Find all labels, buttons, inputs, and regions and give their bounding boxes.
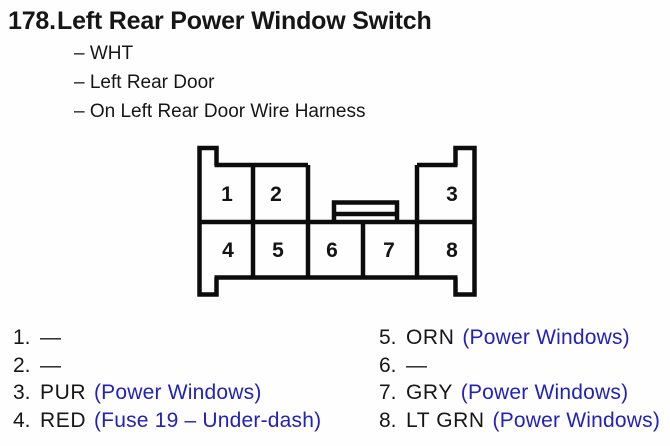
pin-number: 6. bbox=[379, 353, 397, 377]
legend-item-pin1: 1. — bbox=[13, 324, 321, 352]
pin-number: 7. bbox=[379, 381, 397, 404]
legend-item-pin6: 6. — bbox=[379, 352, 660, 380]
pin-label-5: 5 bbox=[272, 239, 284, 262]
page-title: Left Rear Power Window Switch bbox=[57, 7, 432, 35]
wire-color: LT GRN bbox=[406, 408, 485, 432]
wire-color: — bbox=[40, 353, 62, 377]
pin-label-8: 8 bbox=[446, 239, 458, 262]
pin-number: 3. bbox=[13, 381, 31, 404]
legend-item-pin2: 2. — bbox=[13, 352, 321, 380]
wire-note: (Power Windows) bbox=[93, 381, 262, 404]
pin-number: 5. bbox=[379, 326, 397, 349]
legend-item-pin5: 5. ORN (Power Windows) bbox=[379, 324, 660, 352]
pin-label-3: 3 bbox=[446, 183, 458, 206]
detail-list: – WHT – Left Rear Door – On Left Rear Do… bbox=[74, 39, 365, 126]
wire-color: RED bbox=[40, 408, 87, 432]
wire-color: ORN bbox=[406, 326, 455, 349]
legend-item-pin8: 8. LT GRN (Power Windows) bbox=[379, 407, 660, 435]
detail-item-wire-color: – WHT bbox=[74, 43, 134, 64]
wire-note: (Fuse 19 – Under-dash) bbox=[93, 408, 322, 432]
pin-label-6: 6 bbox=[326, 239, 338, 262]
wire-color: GRY bbox=[406, 381, 453, 404]
wire-note: (Power Windows) bbox=[460, 381, 629, 404]
detail-item-harness: – On Left Rear Door Wire Harness bbox=[74, 101, 366, 122]
wire-note: (Power Windows) bbox=[492, 408, 661, 432]
pin-label-1: 1 bbox=[221, 183, 233, 206]
connector-pinout-diagram: 1 2 3 4 5 6 7 8 bbox=[197, 145, 477, 297]
legend-item-pin7: 7. GRY (Power Windows) bbox=[379, 379, 660, 407]
legend-item-pin4: 4. RED (Fuse 19 – Under-dash) bbox=[13, 407, 321, 435]
legend-right-column: 5. ORN (Power Windows) 6. — 7. GRY (Power W… bbox=[379, 324, 660, 434]
legend-left-column: 1. — 2. — 3. PUR (Power Windows) 4. RED (Fus… bbox=[13, 324, 321, 434]
legend-item-pin3: 3. PUR (Power Windows) bbox=[13, 379, 321, 407]
wire-note: (Power Windows) bbox=[462, 326, 630, 349]
pin-label-4: 4 bbox=[222, 239, 234, 262]
pin-number: 4. bbox=[13, 408, 31, 432]
wire-color: PUR bbox=[40, 381, 87, 404]
detail-item-location: – Left Rear Door bbox=[74, 72, 215, 93]
wire-color: — bbox=[406, 353, 428, 377]
wire-color: — bbox=[40, 326, 62, 349]
pin-number: 2. bbox=[13, 353, 31, 377]
pin-number: 8. bbox=[379, 408, 397, 432]
item-number: 178. bbox=[8, 7, 56, 35]
pin-label-2: 2 bbox=[270, 183, 282, 206]
pin-number: 1. bbox=[13, 326, 31, 349]
pin-label-7: 7 bbox=[383, 239, 395, 262]
